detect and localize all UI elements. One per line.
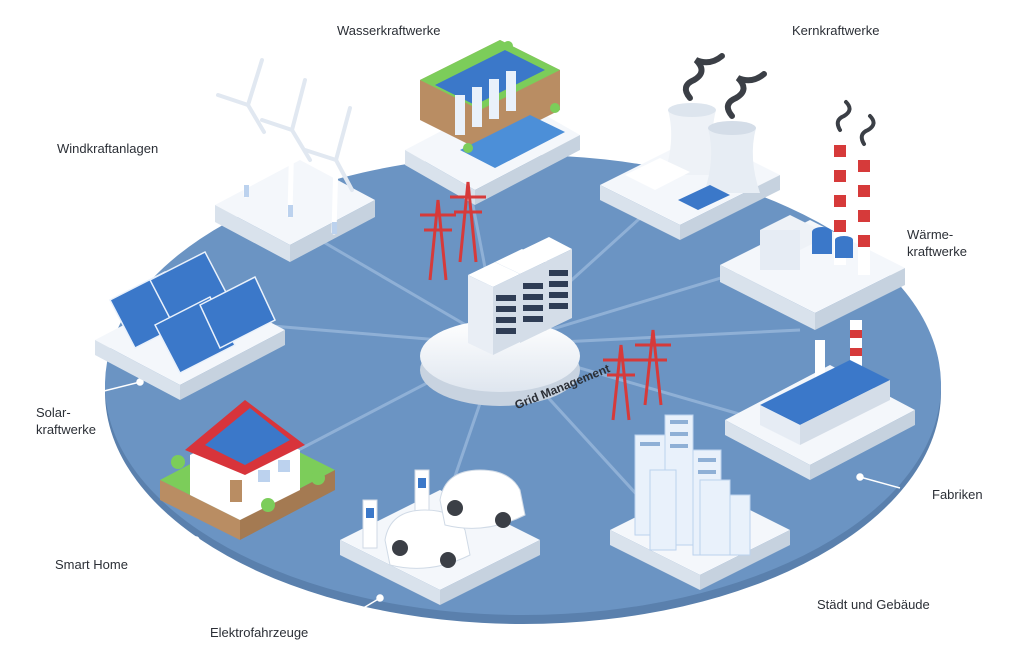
thermal-plant	[720, 100, 905, 330]
solar-farm	[95, 250, 285, 400]
label-smart-home: Smart Home	[55, 557, 128, 572]
label-connectors	[99, 378, 901, 611]
label-fabriken: Fabriken	[932, 487, 983, 502]
label-kernkraftwerke: Kernkraftwerke	[792, 23, 880, 38]
city-buildings	[610, 414, 790, 590]
smart-home	[160, 400, 335, 540]
label-solar-line2: kraftwerke	[36, 422, 96, 437]
transmission-towers-top	[420, 181, 486, 281]
server-racks	[468, 237, 572, 355]
label-solarkraftwerke: Solar- kraftwerke	[36, 404, 96, 438]
label-waerme-line1: Wärme-	[907, 227, 954, 242]
transmission-towers-right	[603, 329, 671, 421]
label-elektrofahrzeuge: Elektrofahrzeuge	[210, 625, 309, 640]
nuclear-plant	[600, 53, 780, 240]
ev-charging	[340, 469, 540, 605]
factory	[725, 320, 915, 480]
label-wasserkraftwerke: Wasserkraftwerke	[337, 23, 441, 38]
label-waermekraftwerke: Wärme- kraftwerke	[907, 226, 967, 260]
grid-management-hub: Grid Management	[420, 237, 612, 412]
hydro-plant	[405, 40, 580, 205]
label-staedte-gebaeude: Städt und Gebäude	[817, 597, 930, 612]
wind-farm	[215, 58, 375, 262]
label-windkraftanlagen: Windkraftanlagen	[57, 141, 159, 156]
label-waerme-line2: kraftwerke	[907, 244, 967, 259]
label-solar-line1: Solar-	[36, 405, 71, 420]
